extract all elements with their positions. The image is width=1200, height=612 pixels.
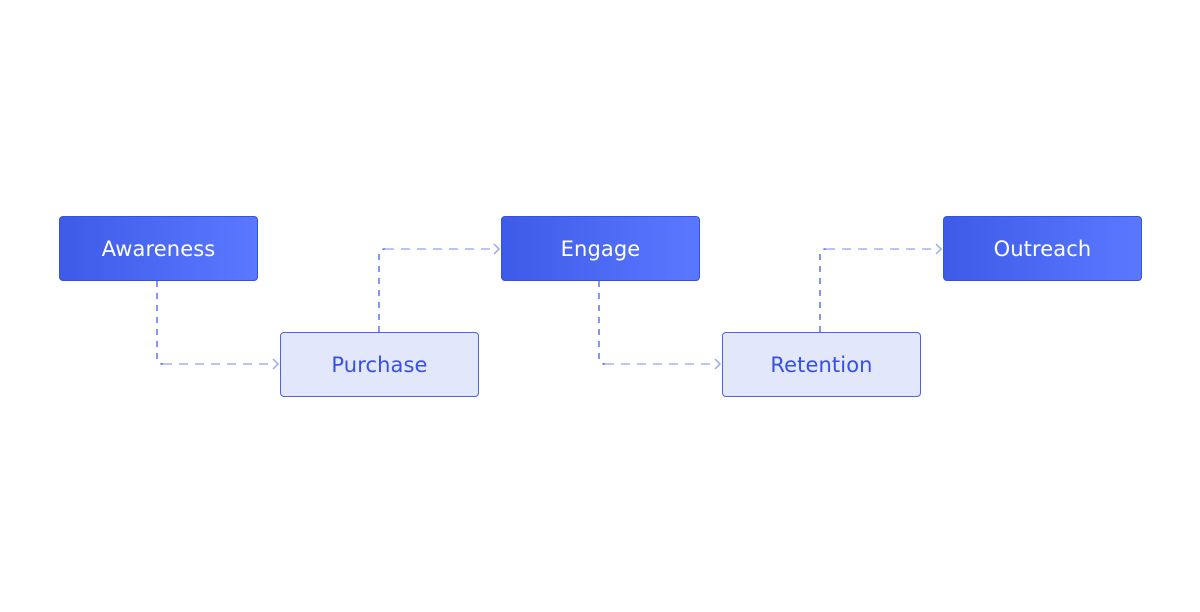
edge-awareness-purchase [156, 281, 280, 370]
node-label: Purchase [331, 352, 428, 377]
arrow-right-icon [714, 358, 722, 370]
node-label: Retention [770, 352, 873, 377]
node-engage: Engage [501, 216, 700, 281]
node-label: Engage [560, 236, 641, 261]
edge-purchase-engage [378, 243, 501, 332]
node-outreach: Outreach [943, 216, 1142, 281]
arrow-right-icon [272, 358, 280, 370]
arrow-right-icon [493, 243, 501, 255]
edge-engage-retention [598, 281, 722, 370]
arrow-right-icon [935, 243, 943, 255]
node-retention: Retention [722, 332, 921, 397]
node-label: Awareness [101, 236, 216, 261]
node-purchase: Purchase [280, 332, 479, 397]
node-label: Outreach [993, 236, 1092, 261]
edge-retention-outreach [819, 243, 943, 332]
node-awareness: Awareness [59, 216, 258, 281]
